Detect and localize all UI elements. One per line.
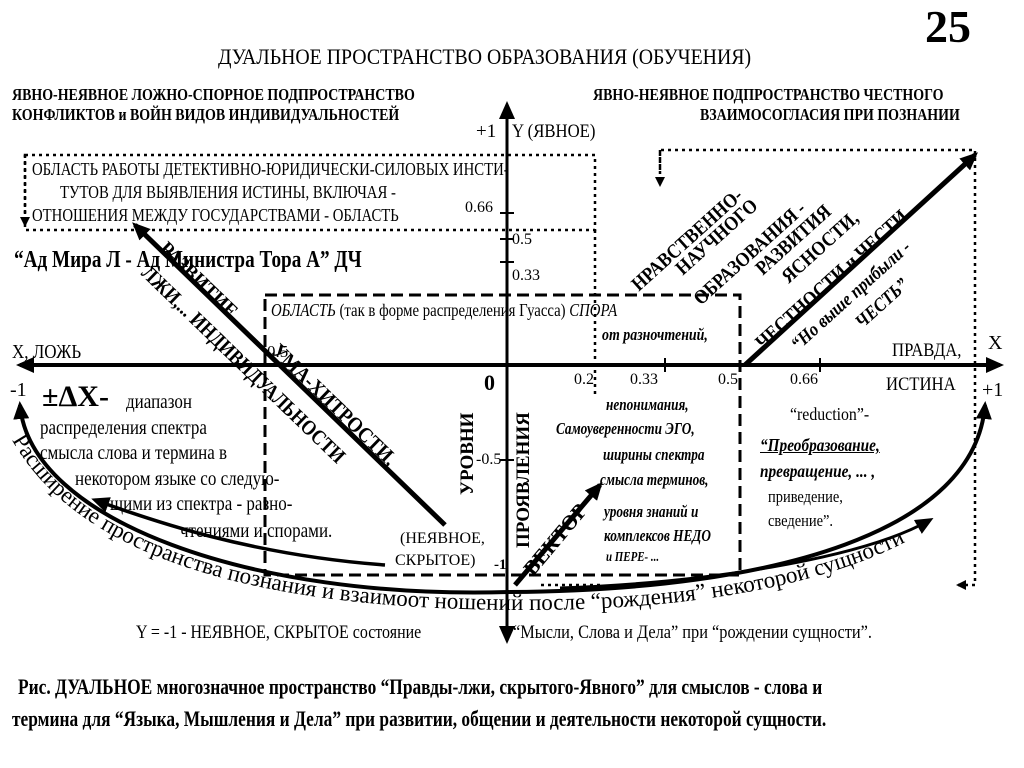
x-tick-label-left-05: 0.5 — [267, 342, 289, 361]
dispute-box-label: ОБЛАСТЬ (так в форме распределения Гуасс… — [271, 301, 617, 319]
hidden-label-1: (НЕЯВНОЕ, — [400, 530, 485, 547]
delta-line-5: щими из спектра - разно- — [110, 493, 293, 515]
bottom-line-left: Y = -1 - НЕЯВНОЕ, СКРЫТОЕ состояние — [136, 622, 422, 643]
delta-line-2: распределения спектра — [40, 417, 207, 439]
reduction-line-2: превращение, ... , — [760, 461, 876, 481]
left-header-line1: ЯВНО-НЕЯВНОЕ ЛОЖНО-СПОРНОЕ ПОДПРОСТРАНСТ… — [12, 85, 415, 104]
dispute-item-5: уровня знаний и — [604, 502, 699, 521]
big-arc-right — [509, 401, 992, 594]
reduction-line-1: “Преобразование, — [760, 435, 880, 455]
bottom-line-right: “Мысли, Слова и Дела” при “рождении сущн… — [513, 622, 873, 643]
delta-line-1: диапазон — [126, 391, 192, 413]
dispute-label-rest: (так в форме распределения Гуасса) — [335, 300, 570, 320]
left-inner-arc — [91, 497, 386, 567]
dispute-item-3: ширины спектра — [603, 445, 705, 464]
reduction-line-3: приведение, — [768, 487, 843, 506]
x-axis-right-x: X — [988, 332, 1003, 354]
x-axis-left-name: X, ЛОЖЬ — [12, 341, 82, 363]
right-diagonal-arrow — [743, 152, 978, 367]
dispute-label-italic2: СПОРА — [569, 300, 618, 320]
bottom-inner-arrow — [559, 518, 934, 590]
big-arc-left — [13, 401, 511, 595]
caption-line-1: Рис. ДУАЛЬНОЕ многозначное пространство … — [18, 674, 823, 699]
hidden-label-2: СКРЫТОЕ) — [395, 552, 476, 569]
vector-arrow — [513, 481, 603, 587]
arc-text: Расширение пространства познания и взаим… — [8, 430, 908, 615]
caption-line-2: термина для “Языка, Мышления и Дела” при… — [12, 706, 827, 731]
y-tick-label-066: 0.66 — [465, 199, 493, 216]
hell-line: “Ад Мира Л - Ад Министра Тора А” ДЧ — [14, 247, 362, 273]
x-tick-label-02: 0.2 — [574, 371, 594, 388]
y-tick-label-05: 0.5 — [512, 231, 532, 248]
delta-line-6: чтениями и спорами. — [180, 520, 333, 542]
page-number: 25 — [925, 1, 971, 52]
reduction-head: “reduction”- — [790, 404, 870, 424]
y-axis-top-label: +1 — [476, 121, 497, 142]
reduction-line-4: сведение”. — [768, 511, 834, 530]
x-tick-label-066: 0.66 — [790, 371, 818, 388]
x-axis-right-value: +1 — [982, 379, 1004, 401]
delta-line-4: некотором языке со следую- — [75, 468, 280, 490]
dispute-item-4: смысла терминов, — [600, 470, 709, 489]
left-header-line2: КОНФЛИКТОВ и ВОЙН ВИДОВ ИНДИВИДУАЛЬНОСТЕ… — [12, 105, 400, 124]
delta-line-3: смысла слова и термина в — [40, 442, 228, 464]
detective-line2: ТУТОВ ДЛЯ ВЫЯВЛЕНИЯ ИСТИНЫ, ВКЛЮЧАЯ - — [60, 182, 396, 202]
x-tick-label-05: 0.5 — [718, 371, 738, 388]
y-tick-label-neg05: -0.5 — [476, 451, 502, 468]
y-tick-label-0: 0 — [484, 370, 495, 395]
x-axis-left-value: -1 — [10, 379, 27, 401]
x-axis-right-name-1: ПРАВДА, — [892, 340, 962, 361]
dispute-label-italic: ОБЛАСТЬ — [271, 300, 336, 320]
dispute-item-1: непонимания, — [606, 395, 689, 414]
dispute-area-box — [263, 293, 742, 577]
delta-symbol: ±ΔX- — [42, 380, 109, 413]
dispute-item-6: комплексов НЕДО — [604, 526, 711, 545]
x-tick-label-033: 0.33 — [630, 371, 658, 388]
dispute-item-7: и ПЕРЕ- ... — [606, 550, 660, 565]
x-axis-right-name-2: ИСТИНА — [886, 374, 956, 395]
detective-line1: ОБЛАСТЬ РАБОТЫ ДЕТЕКТИВНО-ЮРИДИЧЕСКИ-СИЛ… — [32, 159, 509, 179]
y-axis-name: Y (ЯВНОЕ) — [512, 121, 596, 142]
page-title: ДУАЛЬНОЕ ПРОСТРАНСТВО ОБРАЗОВАНИЯ (ОБУЧЕ… — [218, 44, 752, 69]
y-tick-label-033: 0.33 — [512, 267, 540, 284]
right-header-line2: ВЗАИМОСОГЛАСИЯ ПРИ ПОЗНАНИИ — [700, 105, 960, 124]
left-diagonal-arrow — [132, 222, 447, 527]
y-tick-label-neg1: -1 — [494, 557, 507, 573]
dispute-item-2: Самоуверенности ЭГО, — [556, 419, 695, 438]
right-header-line1: ЯВНО-НЕЯВНОЕ ПОДПРОСТРАНСТВО ЧЕСТНОГО — [593, 85, 944, 104]
dispute-sub: от разночтений, — [602, 325, 708, 344]
detective-line3: ОТНОШЕНИЯ МЕЖДУ ГОСУДАРСТВАМИ - ОБЛАСТЬ — [32, 205, 399, 225]
